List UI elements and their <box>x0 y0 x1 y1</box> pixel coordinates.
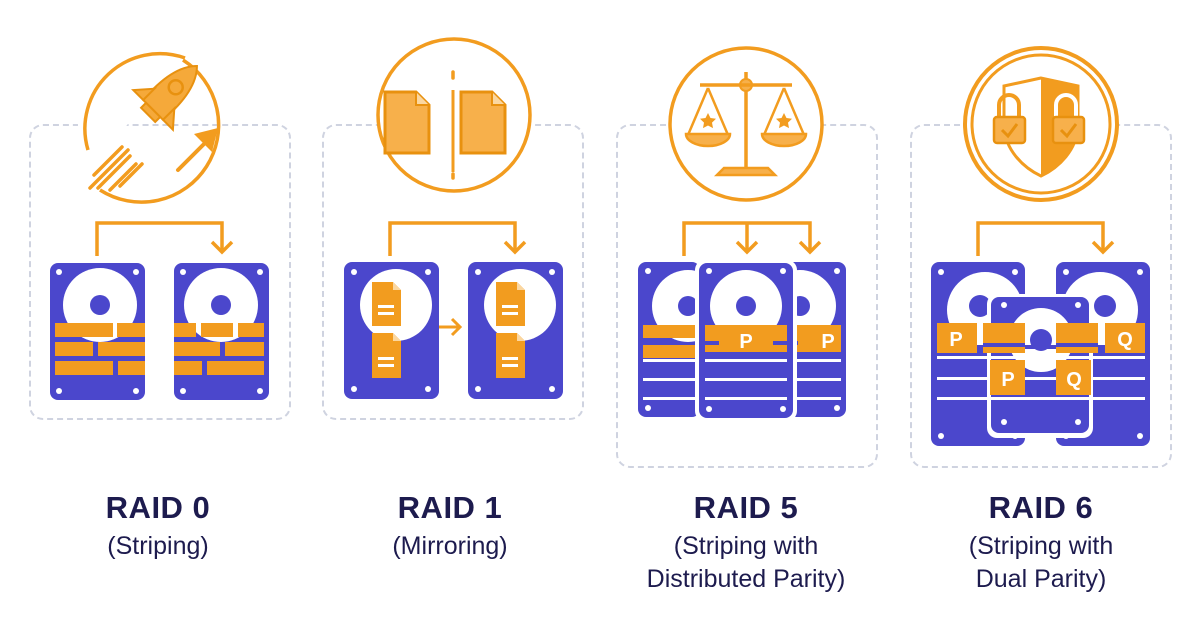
mirrored-documents-icon <box>376 37 532 193</box>
raid5-diagram: P P <box>638 46 846 421</box>
parity-block-label: P <box>1001 369 1014 391</box>
raid1-diagram <box>344 37 563 399</box>
raid6-title: RAID 6 <box>988 490 1094 525</box>
parity-block-label: P <box>739 331 752 353</box>
stripe-lines <box>937 356 1145 400</box>
drive-2 <box>468 262 563 399</box>
data-flow-arrow <box>976 221 1115 256</box>
raid0-subtitle-line1: (Striping) <box>107 532 209 560</box>
drive-2: P <box>695 260 797 421</box>
rocket-icon <box>77 49 221 204</box>
copy-arrow <box>439 317 463 337</box>
raid0-panel: RAID 0 (Striping) <box>0 0 300 630</box>
drive-1 <box>344 262 439 399</box>
data-stripe-blocks <box>174 323 264 375</box>
balance-scale-icon <box>668 46 824 202</box>
parity-block-label: Q <box>1066 369 1082 391</box>
raid1-subtitle-line1: (Mirroring) <box>392 532 508 560</box>
raid1-title: RAID 1 <box>397 490 503 525</box>
raid6-subtitle-line2: Dual Parity) <box>975 565 1107 593</box>
parity-block-label: P <box>949 329 962 351</box>
data-stripe-blocks <box>55 323 145 375</box>
raid6-diagram: P Q P Q <box>931 46 1150 446</box>
drive-2 <box>174 263 269 400</box>
parity-block-label: Q <box>1117 329 1133 351</box>
raid6-panel: P Q P Q RAID 6 (Striping with Dual Parit… <box>900 0 1200 630</box>
parity-block-label: P <box>821 331 834 353</box>
raid1-panel: RAID 1 (Mirroring) <box>300 0 600 630</box>
raid5-panel: P P RAID 5 (Striping with Distributed Pa… <box>600 0 900 630</box>
shield-locks-icon <box>963 46 1119 202</box>
drive-1 <box>50 263 145 400</box>
raid0-title: RAID 0 <box>105 490 211 525</box>
raid5-subtitle-line2: Distributed Parity) <box>646 565 846 593</box>
parity-blocks: P Q P Q <box>937 323 1145 395</box>
raid5-subtitle-line1: (Striping with <box>673 532 819 560</box>
raid5-title: RAID 5 <box>693 490 799 525</box>
mirror-flow-arrow <box>388 221 527 256</box>
raid0-dashed-frame <box>29 124 291 420</box>
raid0-diagram <box>50 49 269 400</box>
raid6-subtitle-line1: (Striping with <box>968 532 1114 560</box>
distribution-arrows <box>682 221 822 256</box>
data-flow-arrow <box>95 221 234 256</box>
